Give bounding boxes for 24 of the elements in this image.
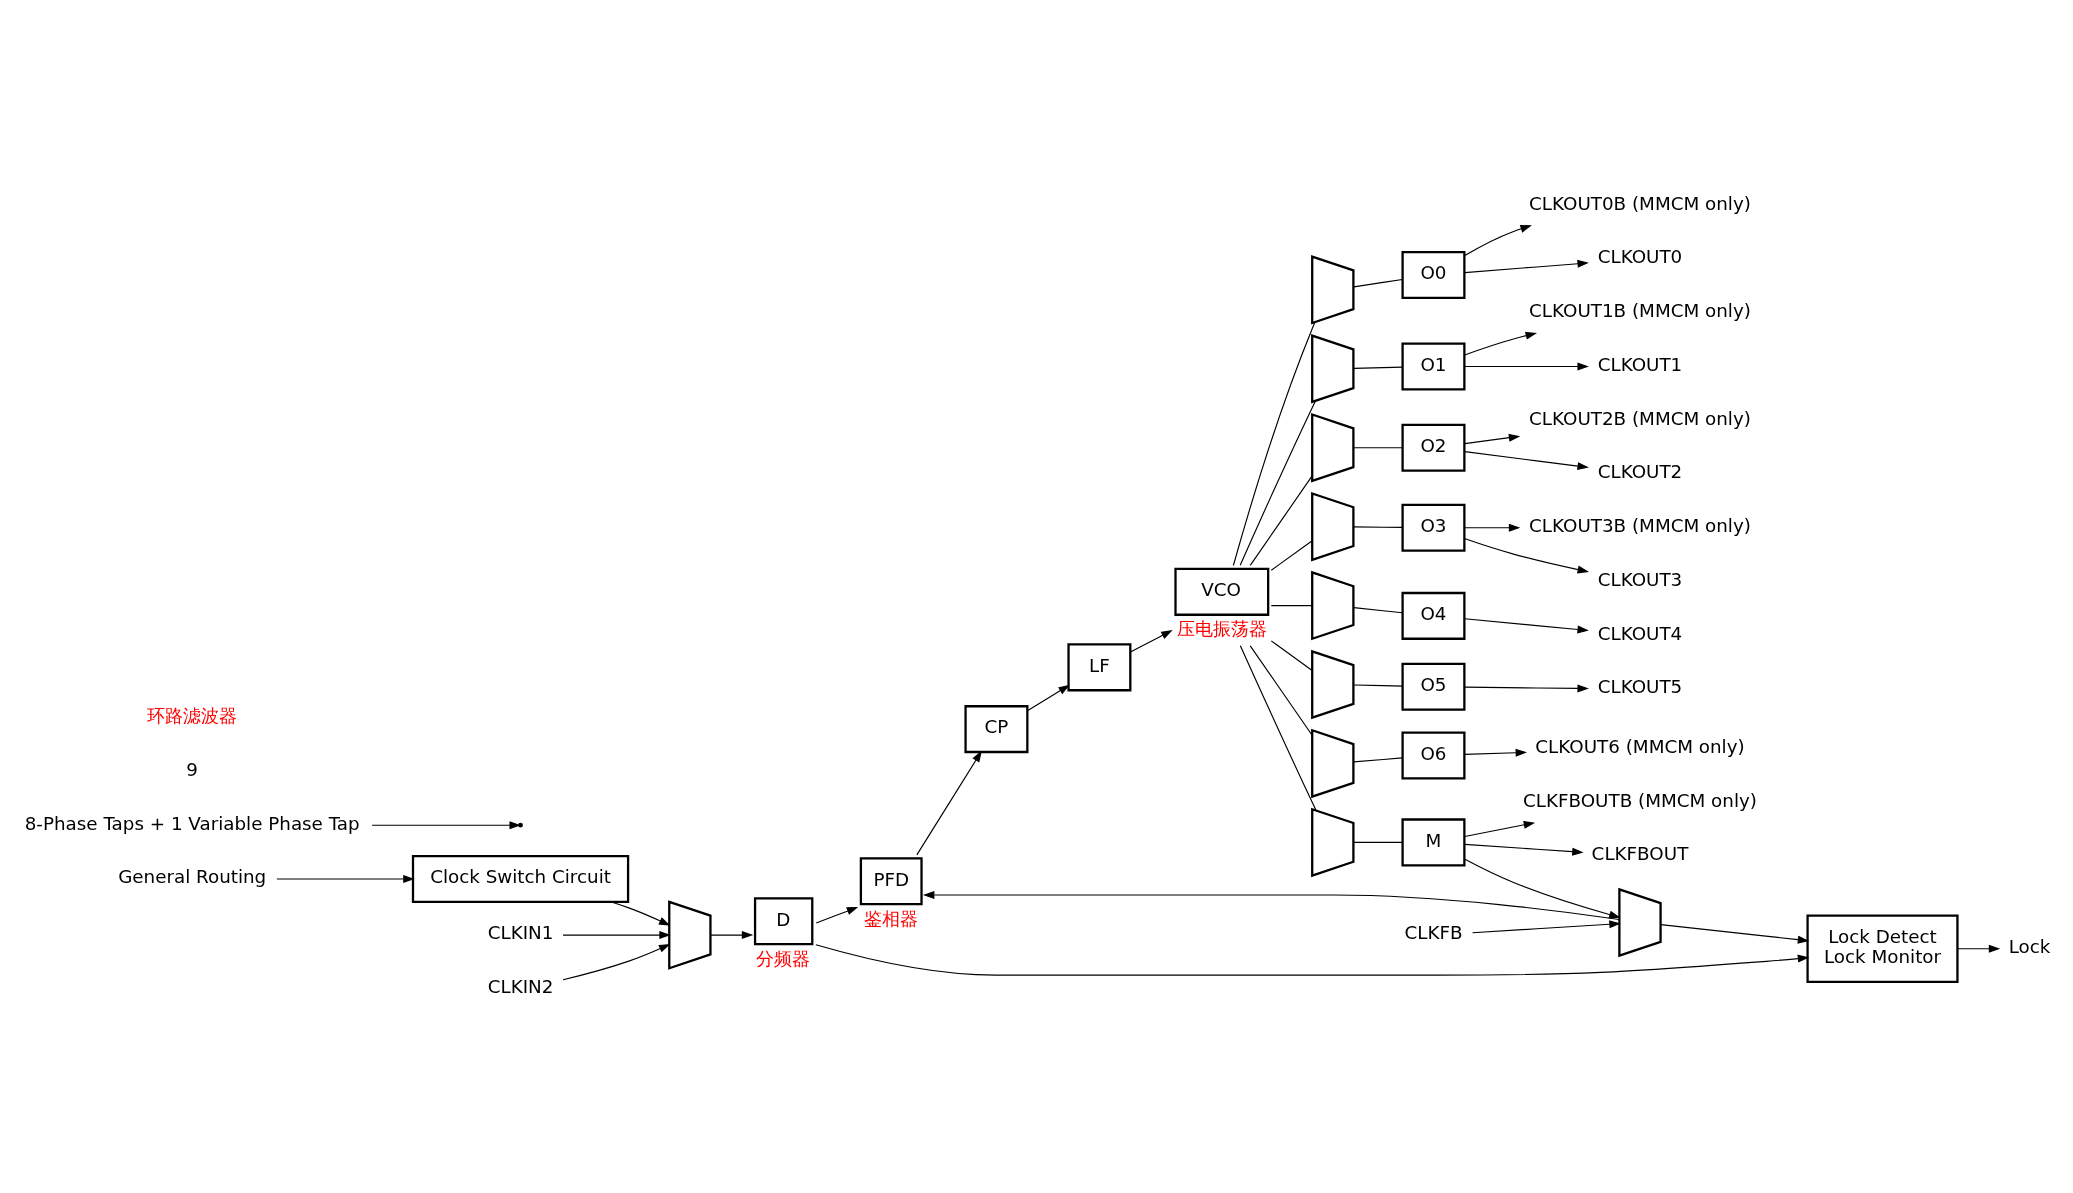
node-text: General Routing	[118, 865, 267, 887]
node-text: CLKOUT1B (MMCM only)	[1529, 299, 1751, 321]
node-text: 8-Phase Taps + 1 Variable Phase Tap	[24, 812, 360, 834]
node-label: 分频器	[756, 947, 811, 969]
label: 环路滤波器	[147, 704, 238, 726]
node-text: CLKOUT6 (MMCM only)	[1535, 735, 1745, 757]
node-text: CLKOUT0B (MMCM only)	[1529, 192, 1751, 214]
node-text: CLKFBOUT	[1591, 842, 1689, 864]
node-text: Lock	[2008, 935, 2051, 957]
node-label: 压电振荡器	[1176, 617, 1267, 639]
node-text: CLKIN1	[487, 921, 554, 943]
node-text: CLKOUT2	[1597, 460, 1683, 482]
node-text: CLKIN2	[487, 975, 554, 997]
node-text: CLKOUT0	[1597, 245, 1683, 267]
node-text: CLKOUT1	[1597, 353, 1683, 375]
node-text: CLKOUT2B (MMCM only)	[1529, 407, 1751, 429]
node-text: CLKOUT5	[1597, 675, 1683, 697]
node-text: CLKOUT4	[1597, 622, 1683, 644]
node-text: CLKOUT3	[1597, 568, 1683, 590]
label: 9	[186, 758, 199, 780]
node-text: CLKFB	[1404, 921, 1463, 943]
node-text: CLKOUT3B (MMCM only)	[1529, 514, 1751, 536]
node-text: CLKFBOUTB (MMCM only)	[1522, 789, 1757, 811]
node-label: 鉴相器	[863, 907, 918, 929]
